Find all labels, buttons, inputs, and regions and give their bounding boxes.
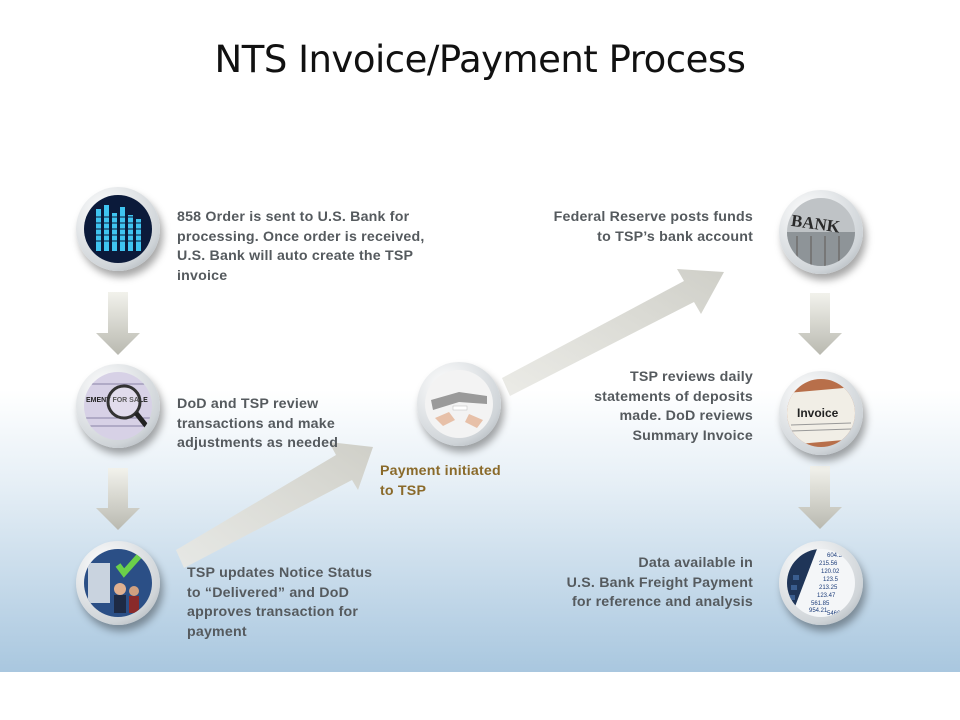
invoice-icon-circle: Invoice — [779, 371, 863, 455]
update-line-4: payment — [187, 623, 247, 640]
checkmark-people-icon — [84, 549, 152, 617]
spreadsheet-number: 213.25 — [819, 585, 838, 591]
statements-step-text: TSP reviews daily statements of deposits… — [540, 368, 753, 446]
review-icon-circle: EMENT FOR SALE — [76, 364, 160, 448]
statements-line-2: statements of deposits — [594, 388, 753, 405]
page-title: NTS Invoice/Payment Process — [214, 38, 746, 81]
order-line-3: U.S. Bank will auto create the TSP — [177, 248, 414, 264]
order-line-2: processing. Once order is received, — [177, 228, 425, 245]
data-step-text: Data available in U.S. Bank Freight Paym… — [500, 554, 753, 613]
statements-line-1: TSP reviews daily — [629, 369, 753, 385]
statements-line-4: Summary Invoice — [632, 427, 753, 444]
spreadsheet-number: 123.5 — [823, 577, 839, 583]
order-line-1: 858 Order is sent to U.S. Bank for — [177, 209, 410, 225]
payment-line-2: to TSP — [380, 482, 427, 499]
spreadsheet-number: 5466.3 — [827, 611, 846, 617]
payment-line-1: Payment initiated — [380, 463, 501, 479]
data-icon-circle: 604.3 215.56 120.02 123.5 213.25 123.47 … — [779, 541, 863, 625]
update-icon-circle — [76, 541, 160, 625]
review-line-1: DoD and TSP review — [177, 396, 319, 412]
spreadsheet-number: 215.56 — [819, 561, 838, 567]
update-line-1: TSP updates Notice Status — [187, 565, 373, 581]
bank-sign-icon: BANK — [787, 198, 855, 266]
data-line-2: U.S. Bank Freight Payment — [566, 574, 753, 591]
spreadsheet-number: 604.3 — [827, 553, 843, 559]
spreadsheet-number: 120.02 — [821, 569, 840, 575]
review-line-3: adjustments as needed — [177, 435, 339, 451]
magnifier-document-icon: EMENT FOR SALE — [84, 372, 152, 440]
spreadsheet-number: 954.21 — [809, 608, 828, 614]
federal-step-text: Federal Reserve posts funds to TSP’s ban… — [480, 208, 753, 247]
update-step-text: TSP updates Notice Status to “Delivered”… — [187, 564, 372, 642]
federal-line-1: Federal Reserve posts funds — [553, 209, 753, 225]
bank-icon-circle: BANK — [779, 190, 863, 274]
update-line-2: to “Delivered” and DoD — [187, 584, 350, 601]
federal-line-2: to TSP’s bank account — [597, 228, 753, 245]
review-line-2: transactions and make — [177, 415, 335, 432]
data-line-3: for reference and analysis — [571, 594, 753, 610]
payment-icon-circle — [417, 362, 501, 446]
invoice-paper-icon: Invoice — [787, 379, 855, 447]
handshake-icon — [425, 370, 493, 438]
data-line-1: Data available in — [638, 555, 753, 571]
bottom-band — [0, 672, 960, 720]
spreadsheet-calculator-icon: 604.3 215.56 120.02 123.5 213.25 123.47 … — [787, 549, 855, 617]
review-step-text: DoD and TSP review transactions and make… — [177, 395, 338, 454]
order-line-4: invoice — [177, 267, 228, 284]
spreadsheet-number: 561.85 — [811, 601, 830, 607]
update-line-3: approves transaction for — [187, 604, 359, 620]
bar-chart-icon — [84, 195, 152, 263]
order-step-text: 858 Order is sent to U.S. Bank for proce… — [177, 208, 425, 286]
spreadsheet-number: 123.47 — [817, 593, 836, 599]
invoice-paper-text: Invoice — [797, 406, 839, 420]
for-sale-text: EMENT FOR SALE — [86, 397, 148, 404]
statements-line-3: made. DoD reviews — [619, 408, 753, 424]
order-icon-circle — [76, 187, 160, 271]
payment-step-text: Payment initiated to TSP — [380, 462, 501, 501]
